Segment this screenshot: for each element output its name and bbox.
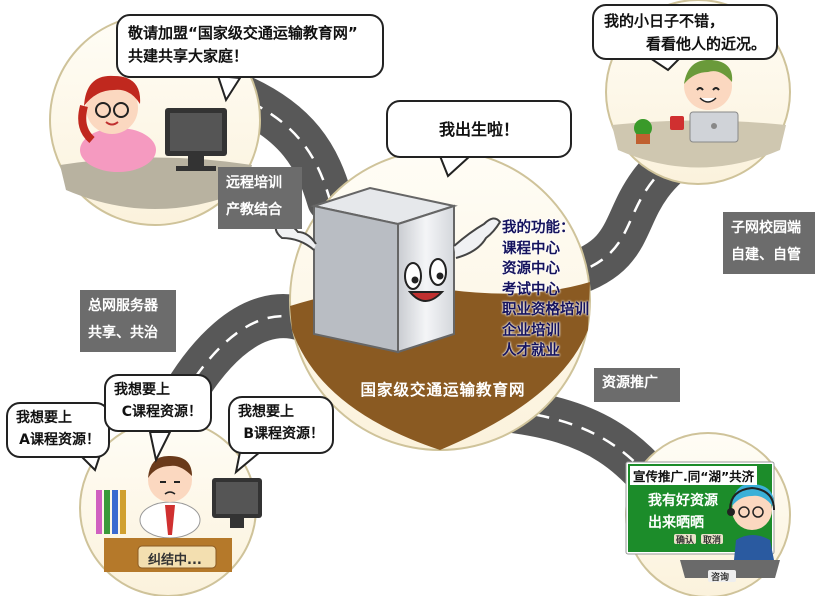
- invite-bubble: 敬请加盟“国家级交通运输教育网” 共建共享大家庭！: [116, 14, 384, 78]
- born-bubble: 我出生啦！: [386, 100, 572, 158]
- remote-tag-line-2: 产教结合: [226, 201, 282, 218]
- function-item: 企业培训: [502, 322, 560, 339]
- function-list: 我的功能： 课程中心 资源中心 考试中心 职业资格培训 企业培训 人才就业: [502, 218, 589, 362]
- remote-training-tag: 远程培训 产教结合: [218, 167, 302, 229]
- main-tag-line-2: 共享、共治: [88, 324, 158, 341]
- function-title: 我的功能：: [502, 220, 575, 236]
- want-a-line-2: A课程资源！: [19, 431, 100, 448]
- board-confirm-button: 确认: [676, 536, 695, 546]
- born-text: 我出生啦！: [438, 120, 519, 139]
- center-title: 国家级交通运输教育网: [360, 381, 526, 399]
- resource-promo-tag: 资源推广: [594, 368, 680, 402]
- function-item: 资源中心: [502, 261, 560, 278]
- board-cancel-button: 取消: [703, 536, 722, 546]
- want-c-line-1: 我想要上: [114, 382, 170, 398]
- remote-tag-line-1: 远程培训: [226, 175, 282, 191]
- main-tag-line-1: 总网服务器: [88, 298, 158, 314]
- want-a-bubble: 我想要上 A课程资源！: [6, 402, 110, 458]
- bubble-tails: [77, 57, 683, 475]
- scene-center: [274, 149, 591, 451]
- happy-line-1: 我的小日子不错，: [604, 12, 725, 30]
- function-item: 职业资格培训: [502, 302, 589, 319]
- scene-bottom-left: [79, 419, 262, 596]
- scene-top-left: [49, 14, 261, 226]
- board-line-1: 我有好资源: [648, 493, 718, 509]
- want-a-line-1: 我想要上: [16, 410, 72, 426]
- confused-sign: 纠结中...: [148, 553, 202, 568]
- promo-tag-text: 资源推广: [602, 375, 658, 391]
- subnet-campus-tag: 子网校园端 自建、自管: [723, 212, 815, 274]
- function-item: 人才就业: [502, 343, 560, 360]
- want-b-line-2: B课程资源！: [243, 425, 324, 442]
- want-b-bubble: 我想要上 B课程资源！: [228, 396, 334, 454]
- subnet-tag-line-1: 子网校园端: [731, 220, 801, 236]
- main-server-tag: 总网服务器 共享、共治: [80, 290, 176, 352]
- invite-line-1: 敬请加盟“国家级交通运输教育网”: [128, 24, 358, 42]
- want-b-line-1: 我想要上: [238, 404, 294, 420]
- happy-line-2: 看看他人的近况。: [645, 35, 766, 54]
- want-c-line-2: C课程资源！: [121, 403, 202, 420]
- desk-sign: 咨询: [711, 573, 730, 583]
- function-item: 课程中心: [502, 240, 560, 257]
- subnet-tag-line-2: 自建、自管: [731, 246, 801, 263]
- happy-bubble: 我的小日子不错， 看看他人的近况。: [592, 4, 778, 60]
- want-c-bubble: 我想要上 C课程资源！: [104, 374, 212, 432]
- function-item: 考试中心: [502, 281, 560, 298]
- invite-line-2: 共建共享大家庭！: [128, 47, 249, 66]
- board-header: 宣传推广.同“湖”共济: [630, 466, 758, 485]
- board-line-2: 出来晒晒: [648, 515, 704, 531]
